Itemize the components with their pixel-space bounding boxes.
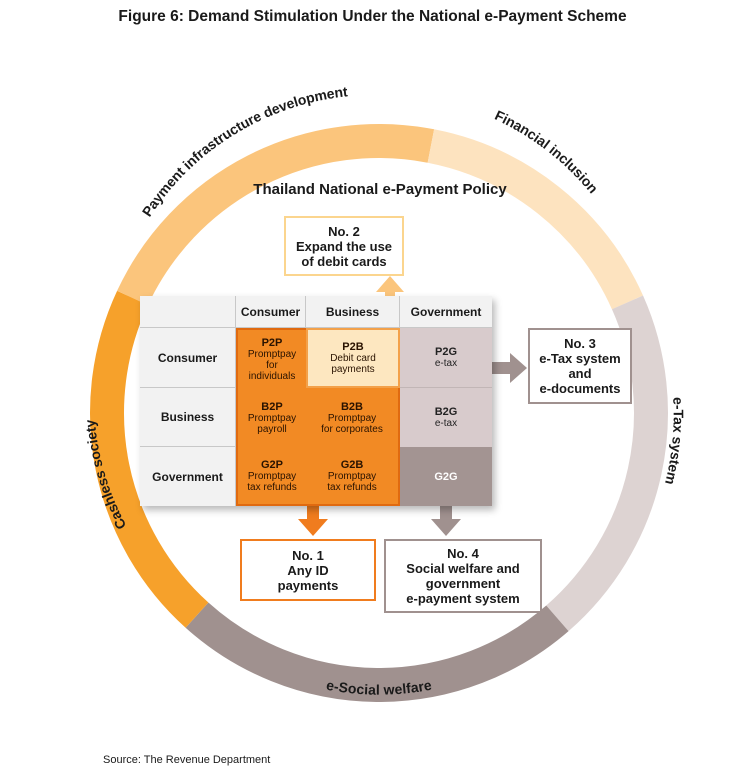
cell-text: Promptpay — [247, 470, 297, 482]
cell-text: Promptpay — [247, 348, 297, 360]
cell-text: for — [266, 359, 278, 371]
source-note: Source: The Revenue Department — [103, 754, 271, 766]
cell-code: B2B — [340, 400, 363, 413]
cell-code: G2G — [434, 470, 458, 483]
cell-text: e-tax — [434, 418, 458, 429]
cell-b2p: B2P Promptpay payroll — [236, 388, 306, 447]
cell-b2g: B2G e-tax — [400, 388, 492, 447]
cell-text: payroll — [257, 423, 287, 435]
callout-text: Social welfare and — [406, 561, 520, 576]
row-header-business: Business — [140, 388, 236, 447]
cell-code: P2G — [434, 346, 457, 358]
ring-label-e-social-welfare: e-Social welfare — [325, 677, 433, 698]
ring-segment-e-social-welfare — [185, 602, 569, 702]
ring-segment-financial-inclusion — [427, 129, 644, 310]
arrow-to-no3 — [492, 353, 527, 383]
cell-code: G2B — [340, 458, 364, 471]
figure-title: Figure 6: Demand Stimulation Under the N… — [118, 8, 627, 25]
row-header-government: Government — [140, 447, 236, 506]
callout-no3-e-tax: No. 3 e-Tax system and e-documents — [528, 328, 632, 404]
callout-no2-debit-cards: No. 2 Expand the use of debit cards — [284, 216, 404, 276]
callout-text: payments — [277, 577, 339, 593]
cell-p2g: P2G e-tax — [400, 328, 492, 388]
arrow-to-no4 — [431, 505, 461, 536]
ring-segment-e-tax — [546, 295, 668, 632]
callout-text: Expand the use — [295, 238, 393, 254]
cell-p2p: P2P Promptpay for individuals — [236, 328, 306, 388]
cell-text: Promptpay — [247, 412, 297, 424]
callout-title: No. 1 — [292, 547, 324, 563]
callout-text: and — [568, 366, 592, 381]
matrix-corner — [140, 296, 236, 328]
cell-text: payments — [331, 364, 375, 375]
cell-p2b: P2B Debit card payments — [306, 328, 400, 388]
cell-text: Debit card — [330, 353, 376, 364]
cell-text: tax refunds — [247, 481, 297, 493]
cell-text: e-tax — [434, 358, 458, 369]
cell-text: Promptpay — [327, 412, 377, 424]
cell-g2b: G2B Promptpay tax refunds — [306, 447, 400, 506]
cell-text: tax refunds — [327, 481, 377, 493]
callout-no4-social-welfare: No. 4 Social welfare and government e-pa… — [384, 539, 542, 613]
cell-text: individuals — [248, 370, 296, 382]
cell-code: P2B — [342, 341, 364, 353]
callout-text: Any ID — [287, 562, 329, 578]
ring-segment-payment-infrastructure — [117, 124, 435, 306]
outer-ring — [90, 124, 668, 702]
col-header-business: Business — [306, 296, 400, 328]
cell-code: B2G — [434, 406, 458, 418]
col-header-government: Government — [400, 296, 492, 328]
callout-title: No. 2 — [328, 223, 360, 239]
cell-code: B2P — [261, 400, 283, 413]
callout-text: e-documents — [539, 381, 621, 396]
ring-segment-cashless-society — [90, 290, 209, 628]
cell-g2g: G2G — [400, 447, 492, 506]
callout-text: of debit cards — [301, 253, 387, 269]
col-header-consumer: Consumer — [236, 296, 306, 328]
cell-code: G2P — [260, 458, 283, 471]
policy-title: Thailand National e-Payment Policy — [253, 181, 507, 198]
arrow-to-no1 — [298, 505, 328, 536]
callout-title: No. 4 — [447, 546, 479, 561]
callout-text: government — [425, 576, 501, 591]
cell-g2p: G2P Promptpay tax refunds — [236, 447, 306, 506]
payment-matrix: Consumer Business Government Consumer Bu… — [140, 296, 492, 506]
cell-b2b: B2B Promptpay for corporates — [306, 388, 400, 447]
cell-code: P2P — [261, 336, 283, 349]
callout-text: e-payment system — [406, 591, 520, 606]
cell-text: Promptpay — [327, 470, 377, 482]
callout-title: No. 3 — [564, 336, 596, 351]
cell-text: for corporates — [321, 423, 383, 435]
row-header-consumer: Consumer — [140, 328, 236, 388]
callout-text: e-Tax system — [539, 351, 621, 366]
callout-no1-any-id: No. 1 Any ID payments — [240, 539, 376, 601]
